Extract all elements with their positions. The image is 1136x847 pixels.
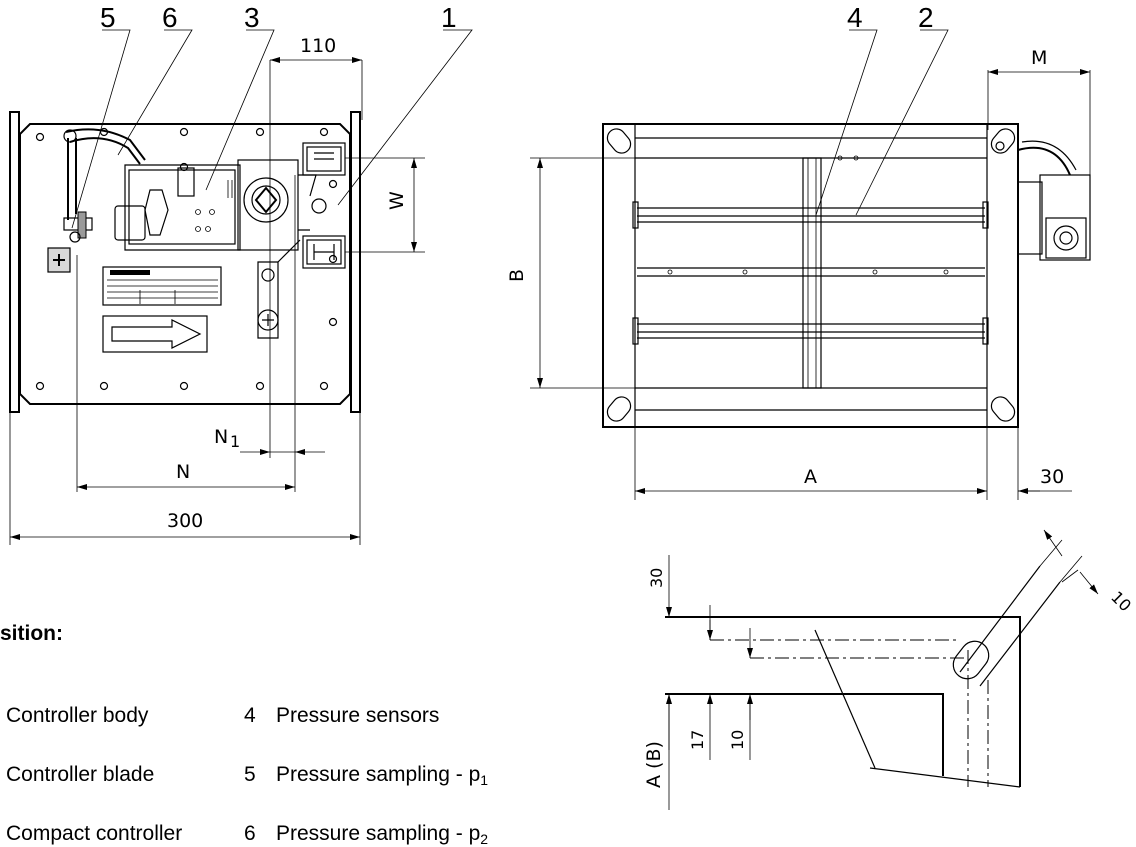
callout-2: 2 — [918, 2, 934, 33]
damper-blade-lower — [637, 323, 985, 339]
sensor-stem — [77, 211, 87, 239]
legend-sub-6: 2 — [480, 831, 489, 847]
legend-label-6: Pressure sampling - p — [276, 822, 481, 845]
dim-17: 17 — [688, 730, 707, 750]
callout-5: 5 — [100, 2, 116, 33]
controller-body — [124, 164, 241, 251]
callout-3: 3 — [244, 2, 260, 33]
label-box-top — [302, 142, 346, 176]
actuator — [237, 159, 299, 251]
dim-30-detail: 30 — [647, 568, 666, 588]
name-plate — [102, 266, 222, 306]
callout-leader-1 — [337, 29, 473, 206]
controller-blade — [257, 261, 279, 339]
legend-sub-5: 1 — [480, 772, 489, 788]
legend-item-pressure-sensors: Pressure sensors — [276, 704, 439, 728]
flow-arrow-plate — [102, 315, 208, 353]
front-dimensions — [9, 29, 473, 545]
dim-n1: N — [214, 426, 228, 448]
front-plate — [19, 123, 351, 405]
legend-item-controller-body: Controller body — [6, 704, 149, 727]
callout-leader-3 — [205, 29, 275, 191]
callout-4: 4 — [847, 2, 863, 33]
damper-blade-upper — [637, 207, 985, 223]
dim-b: B — [506, 269, 528, 282]
dim-300: 300 — [167, 510, 203, 532]
legend-item-controller-blade: Controller blade — [6, 763, 155, 786]
side-hose — [1017, 146, 1071, 176]
legend-num-5: 5 — [244, 763, 256, 786]
dim-n: N — [176, 461, 190, 483]
side-dimensions — [530, 29, 1091, 500]
dim-a-b: A (B) — [643, 741, 665, 788]
plate-screws — [35, 127, 338, 391]
right-flange — [350, 111, 361, 413]
callout-leader-4 — [815, 29, 878, 216]
hose-left — [67, 138, 77, 220]
legend-title: sition: — [0, 622, 63, 645]
dim-m: M — [1031, 47, 1047, 69]
legend-num-4: 4 — [244, 704, 256, 727]
detail-inner — [665, 693, 944, 776]
legend-item-pressure-sampling-p1: Pressure sampling - p1 — [276, 763, 489, 788]
left-flange — [9, 111, 20, 413]
legend-label-4: Pressure sensors — [276, 704, 440, 727]
dim-110: 110 — [300, 35, 336, 57]
callout-leader-2 — [855, 29, 949, 216]
pressure-sensors — [802, 157, 822, 389]
pressure-sensor-box — [114, 205, 146, 241]
legend-item-pressure-sampling-p2: Pressure sampling - p2 — [276, 822, 489, 847]
detail-view — [665, 529, 1099, 810]
side-actuator — [1039, 174, 1091, 261]
dim-a: A — [804, 466, 817, 488]
detail-outer — [665, 616, 1021, 787]
callout-leader-6 — [117, 29, 193, 156]
dim-n1-sub: 1 — [230, 432, 240, 451]
dim-30-side: 30 — [1040, 466, 1064, 488]
dim-w: W — [386, 191, 408, 210]
corner-slots — [606, 128, 1016, 422]
callout-1: 1 — [441, 2, 457, 33]
legend-num-6: 6 — [244, 822, 256, 845]
callout-6: 6 — [162, 2, 178, 33]
legend-label-5: Pressure sampling - p — [276, 763, 481, 786]
side-view — [602, 123, 1091, 428]
callout-leader-5 — [71, 29, 131, 229]
dim-10: 10 — [728, 730, 747, 750]
damper-blade-middle — [637, 267, 985, 277]
front-view — [9, 60, 361, 492]
dim-10-angle: 10 — [1107, 587, 1135, 615]
legend-item-compact-controller: Compact controller — [6, 822, 183, 845]
